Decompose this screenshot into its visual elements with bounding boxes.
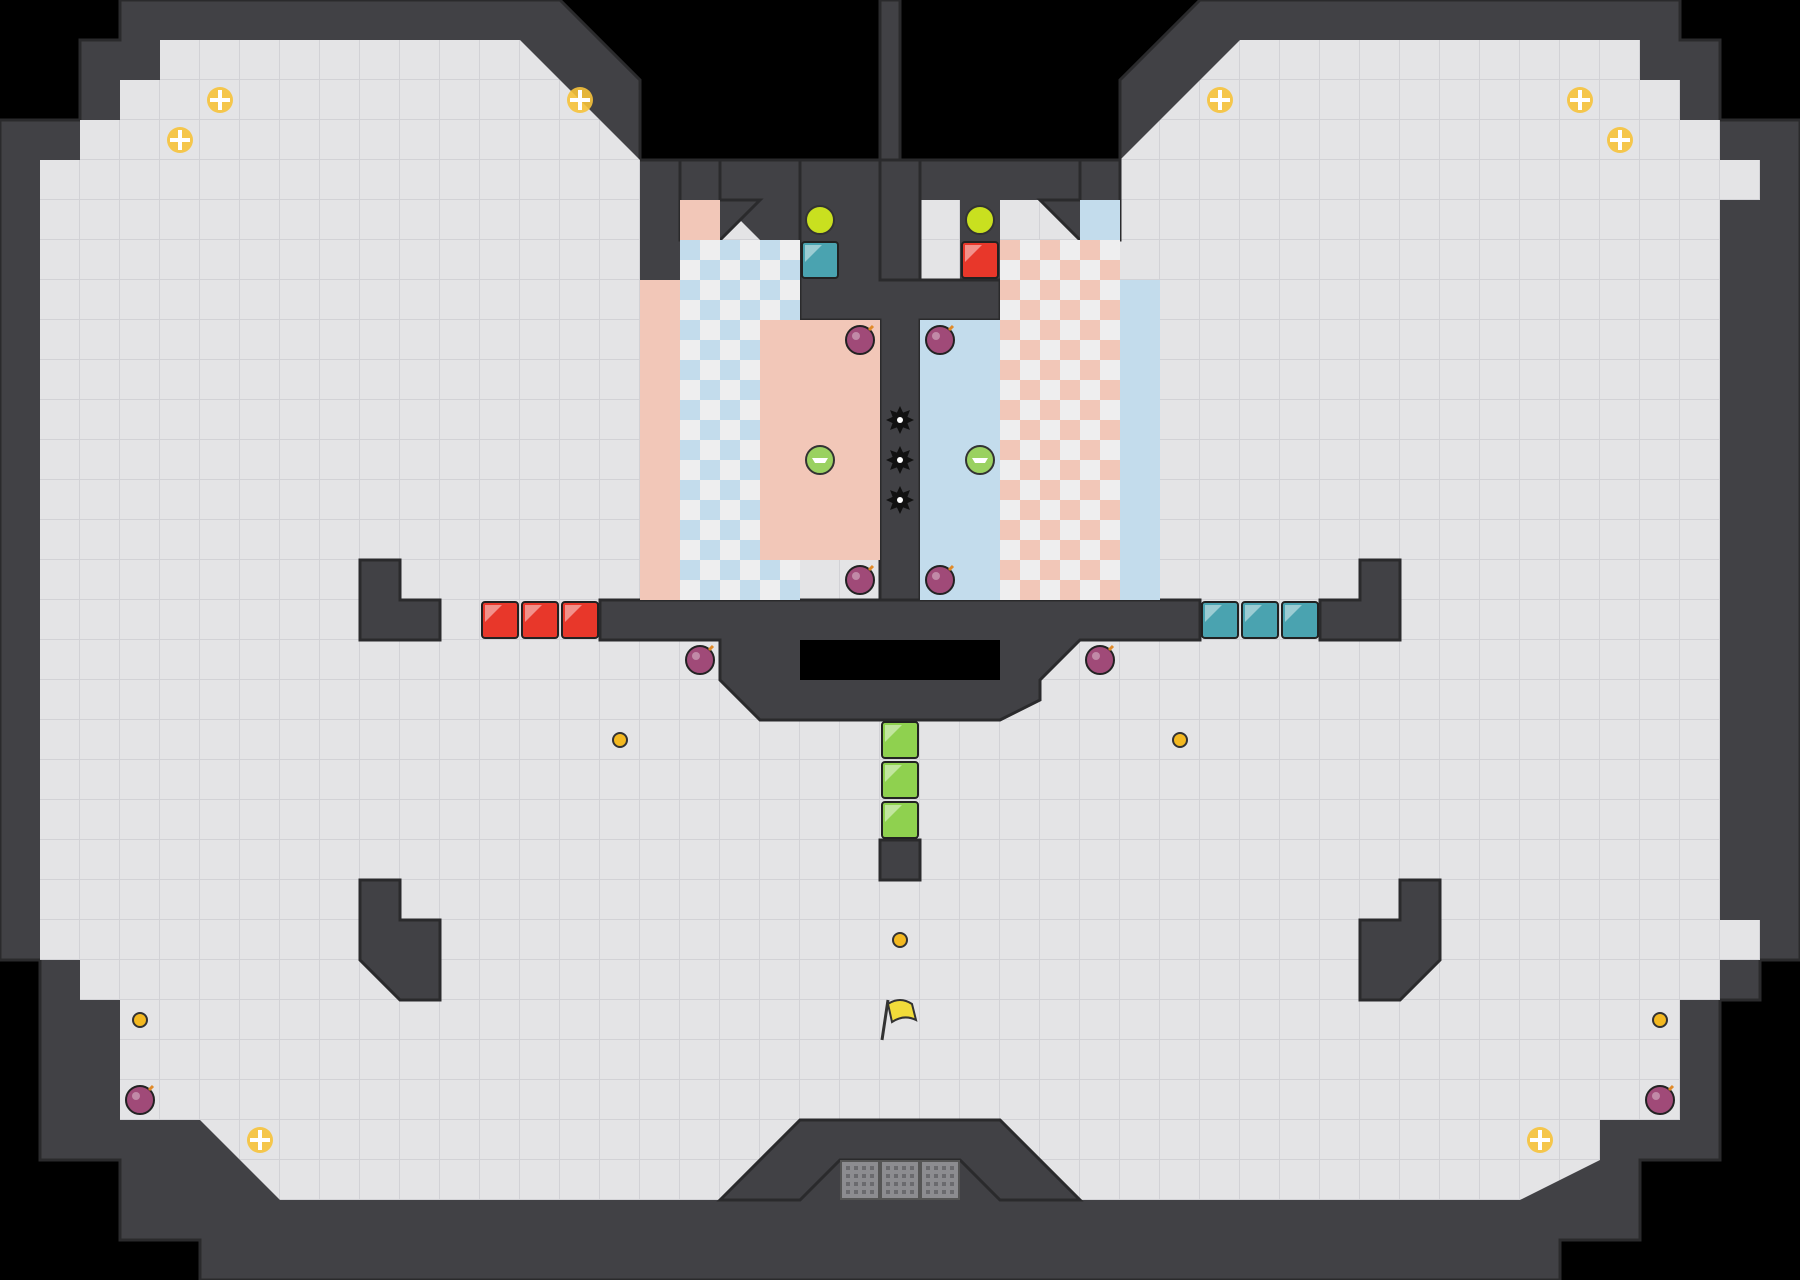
green-block xyxy=(881,761,919,799)
wall-post xyxy=(878,838,922,882)
teal-block xyxy=(1281,601,1319,639)
grate-icon xyxy=(880,1160,920,1200)
zone-red-tile xyxy=(680,200,720,240)
sparkle-icon xyxy=(567,87,593,113)
zone-red-block xyxy=(760,320,880,560)
teal-block xyxy=(801,241,839,279)
red-block xyxy=(521,601,559,639)
grate-icon xyxy=(920,1160,960,1200)
coin-icon xyxy=(1652,1012,1668,1028)
red-block xyxy=(481,601,519,639)
spike-gear-icon xyxy=(886,446,914,474)
wall-right-hook xyxy=(1318,558,1402,642)
center-pit xyxy=(800,640,1000,680)
zone-blue-tile xyxy=(1080,200,1120,240)
green-block xyxy=(881,721,919,759)
bomb-icon xyxy=(1085,644,1115,675)
coin-icon xyxy=(612,732,628,748)
bomb-icon xyxy=(925,564,955,595)
switch-icon xyxy=(805,205,835,235)
sparkle-icon xyxy=(1607,127,1633,153)
wall-center-pillar xyxy=(878,158,922,282)
green-block xyxy=(881,801,919,839)
teal-block xyxy=(1241,601,1279,639)
red-block xyxy=(961,241,999,279)
wall-left-hook xyxy=(358,558,442,642)
bomb-icon xyxy=(1645,1084,1675,1115)
sparkle-icon xyxy=(1527,1127,1553,1153)
bomb-icon xyxy=(685,644,715,675)
wall-right-wedge xyxy=(1358,878,1442,1002)
sparkle-icon xyxy=(167,127,193,153)
sparkle-icon xyxy=(1207,87,1233,113)
spike-gear-icon xyxy=(886,406,914,434)
bomb-icon xyxy=(925,324,955,355)
sparkle-icon xyxy=(247,1127,273,1153)
wall-left-wedge xyxy=(358,878,442,1002)
red-block xyxy=(561,601,599,639)
coin-icon xyxy=(1172,732,1188,748)
arrow-orb-icon xyxy=(965,445,995,475)
bomb-icon xyxy=(845,324,875,355)
bomb-icon xyxy=(845,564,875,595)
teal-block xyxy=(1201,601,1239,639)
switch-icon xyxy=(965,205,995,235)
zone-red-strip xyxy=(640,280,680,600)
coin-icon xyxy=(132,1012,148,1028)
sparkle-icon xyxy=(1567,87,1593,113)
bomb-icon xyxy=(125,1084,155,1115)
zone-red-checker xyxy=(1000,240,1120,600)
zone-blue-strip xyxy=(1120,280,1160,600)
flag-icon xyxy=(880,999,918,1041)
grate-icon xyxy=(840,1160,880,1200)
sparkle-icon xyxy=(207,87,233,113)
arrow-orb-icon xyxy=(805,445,835,475)
spike-gear-icon xyxy=(886,486,914,514)
coin-icon xyxy=(892,932,908,948)
